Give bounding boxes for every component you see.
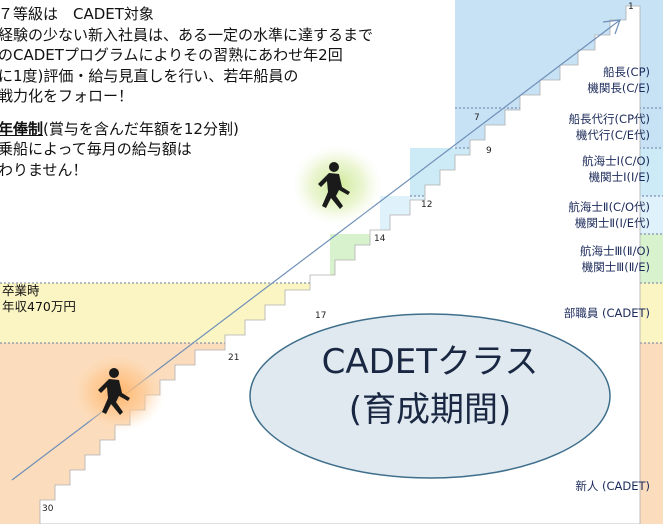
grade-label-officer2: 航海士Ⅱ(C/O代) 機関士Ⅱ(Ⅰ/E代): [568, 199, 650, 231]
graduate-line-1: 卒業時: [2, 283, 40, 298]
runner-icon-lower: [98, 368, 130, 415]
cadet-title-line1: CADETクラス: [321, 342, 539, 382]
grade-officer2-line2: 機関士Ⅱ(Ⅰ/E代): [574, 216, 650, 230]
grade-officer2-line1: 航海士Ⅱ(C/O代): [568, 200, 650, 214]
step-number-9: 9: [486, 146, 492, 156]
step-number-30: 30: [42, 504, 54, 514]
step-number-17: 17: [315, 311, 327, 321]
grade-label-deputy: 船長代行(CP代) 機代行(C/E代): [569, 111, 650, 143]
intro-line-1: ７等級は CADET対象: [0, 5, 154, 23]
grade-officer3-line2: 機関士Ⅲ(Ⅱ/E): [581, 260, 650, 274]
cadet-title-line2: (育成期間): [348, 390, 512, 430]
grade-deputy-line2: 機代行(C/E代): [575, 128, 650, 142]
grade-officer3-line1: 航海士Ⅲ(Ⅱ/O): [580, 244, 650, 258]
intro-line-4: に1度)評価・給与見直しを行い、若年船員の: [0, 66, 299, 85]
grade-officer1-line1: 航海士Ⅰ(C/O): [582, 154, 650, 168]
cadet-ellipse: [249, 313, 611, 479]
graduate-line-2: 年収470万円: [2, 299, 76, 314]
intro-line-3: のCADETプログラムによりその習熟にあわせ年2回: [0, 46, 343, 64]
grade-label-officer1: 航海士Ⅰ(C/O) 機関士Ⅰ(Ⅰ/E): [582, 153, 650, 185]
grade-label-crew: 部職員 (CADET): [564, 305, 650, 321]
grade-crew-line1: 部職員 (CADET): [563, 306, 650, 320]
runner-icon-upper: [318, 162, 350, 209]
grade-officer1-line2: 機関士Ⅰ(Ⅰ/E): [588, 170, 650, 184]
cadet-class-title: CADETクラス (育成期間): [270, 338, 590, 434]
step-number-21: 21: [228, 353, 240, 363]
grade-label-newcomer: 新人 (CADET): [575, 478, 650, 494]
intro-line-2: 経験の少ない新入社員は、ある一定の水準に達するまで: [0, 25, 374, 44]
intro-line-5: 戦力化をフォロー！: [0, 87, 134, 105]
step-number-7: 7: [474, 113, 480, 123]
step-number-12: 12: [421, 200, 433, 210]
step-number-14: 14: [374, 234, 386, 244]
grade-captain-line2: 機関長(C/E): [587, 81, 650, 95]
grade-deputy-line1: 船長代行(CP代): [568, 112, 650, 126]
step-number-1: 1: [628, 2, 634, 12]
intro-line-6: 年俸制(賞与を含んだ年額を12分割): [0, 119, 373, 140]
intro-line-7: 乗船によって毎月の給与額は: [0, 140, 192, 158]
graduate-note: 卒業時 年収470万円: [2, 283, 76, 315]
intro-line-8: わりません！: [0, 160, 88, 179]
nenpo-bold: 年俸制: [0, 119, 44, 138]
grade-label-officer3: 航海士Ⅲ(Ⅱ/O) 機関士Ⅲ(Ⅱ/E): [580, 243, 650, 275]
nenpo-rest: (賞与を含んだ年額を12分割): [43, 119, 239, 138]
grade-captain-line1: 船長(CP): [603, 65, 650, 79]
intro-text: ７等級は CADET対象 経験の少ない新入社員は、ある一定の水準に達するまで の…: [0, 4, 373, 180]
grade-newcomer-line1: 新人 (CADET): [575, 479, 650, 493]
grade-label-captain: 船長(CP) 機関長(C/E): [587, 64, 650, 96]
